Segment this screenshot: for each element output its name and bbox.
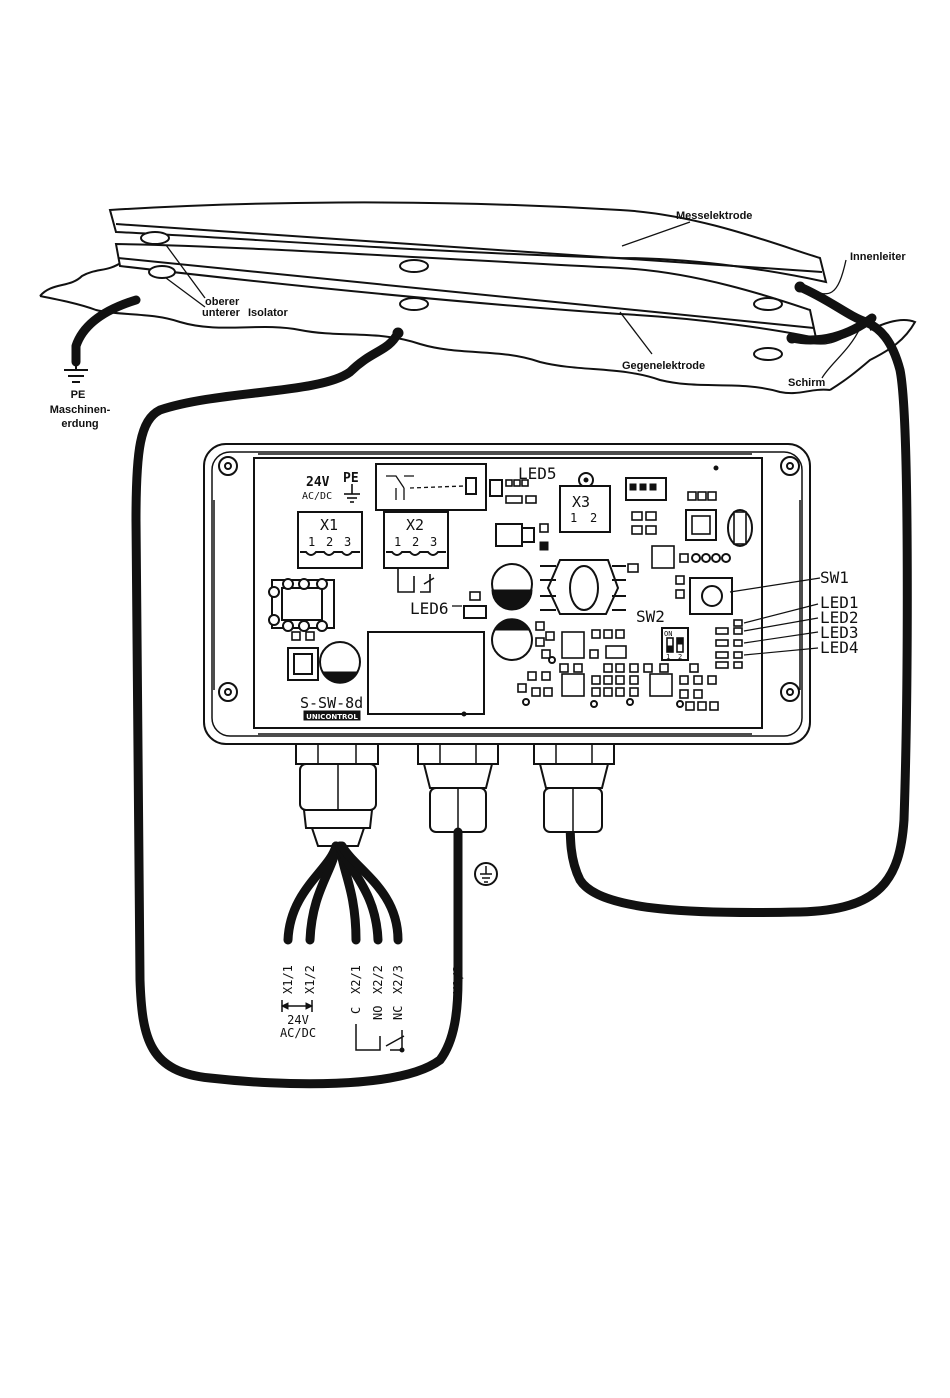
- label-messelektrode: Messelektrode: [676, 210, 752, 222]
- wire-x22: X2/2: [371, 965, 385, 994]
- label-erdung: erdung: [61, 418, 98, 430]
- label-acdc: AC/DC: [302, 491, 332, 502]
- label-unterer: unterer: [202, 307, 241, 319]
- label-sw2: SW2: [636, 607, 665, 626]
- wire-x21: X2/1: [349, 965, 363, 994]
- electrode-assembly: Messelektrode Innenleiter oberer unterer…: [40, 202, 915, 393]
- x2-pin1: 1: [394, 535, 401, 549]
- label-maschinen: Maschinen-: [50, 404, 111, 416]
- signal-wires: [288, 846, 398, 940]
- label-x1: X1: [320, 516, 338, 534]
- label-led6: LED6: [410, 599, 449, 618]
- x3-pin2: 2: [590, 511, 597, 525]
- wire-no: NO: [371, 1006, 385, 1020]
- label-led4: LED4: [820, 638, 859, 657]
- label-led5: LED5: [518, 464, 557, 483]
- wire-x12: X1/2: [303, 965, 317, 994]
- ground-circle-symbol: [475, 863, 497, 885]
- label-pe: PE: [71, 389, 86, 401]
- wire-x13: X1/3: [451, 965, 465, 994]
- label-gegenelektrode: Gegenelektrode: [622, 360, 705, 372]
- wire-c: C: [349, 1007, 363, 1014]
- label-schirm: Schirm: [788, 377, 826, 389]
- sw1-potentiometer: [690, 578, 732, 614]
- x3-pin1: 1: [570, 511, 577, 525]
- wire-acdc: AC/DC: [280, 1026, 316, 1040]
- label-pe-board: PE: [343, 471, 359, 486]
- terminal-x1: X1 1 2 3: [298, 512, 362, 568]
- label-isolator: Isolator: [248, 307, 288, 319]
- label-x2: X2: [406, 516, 424, 534]
- relay: [376, 464, 486, 510]
- label-model: S-SW-8d: [300, 694, 363, 712]
- x2-pin2: 2: [412, 535, 419, 549]
- label-brand: UNICONTROL: [306, 713, 358, 721]
- pe-ground: PE Maschinen- erdung: [50, 300, 136, 430]
- sw2-dip-switch: ON 1 2: [662, 628, 688, 661]
- wire-nc: NC: [391, 1006, 405, 1020]
- dip-on: ON: [664, 630, 672, 638]
- x1-pin2: 2: [326, 535, 333, 549]
- label-sw1: SW1: [820, 568, 849, 587]
- wire-labels: X1/1 X1/2 X2/1 X2/2 X2/3 X1/3 C NO NC 24…: [280, 965, 465, 1052]
- wire-x11: X1/1: [281, 965, 295, 994]
- x1-pin3: 3: [344, 535, 351, 549]
- wire-x23: X2/3: [391, 965, 405, 994]
- dip-1: 1: [666, 653, 670, 661]
- dip-2: 2: [678, 653, 682, 661]
- x1-pin1: 1: [308, 535, 315, 549]
- label-x3: X3: [572, 493, 590, 511]
- wire-24v: 24V: [287, 1013, 309, 1027]
- label-innenleiter: Innenleiter: [850, 251, 906, 263]
- label-24v: 24V: [306, 475, 330, 490]
- x2-pin3: 3: [430, 535, 437, 549]
